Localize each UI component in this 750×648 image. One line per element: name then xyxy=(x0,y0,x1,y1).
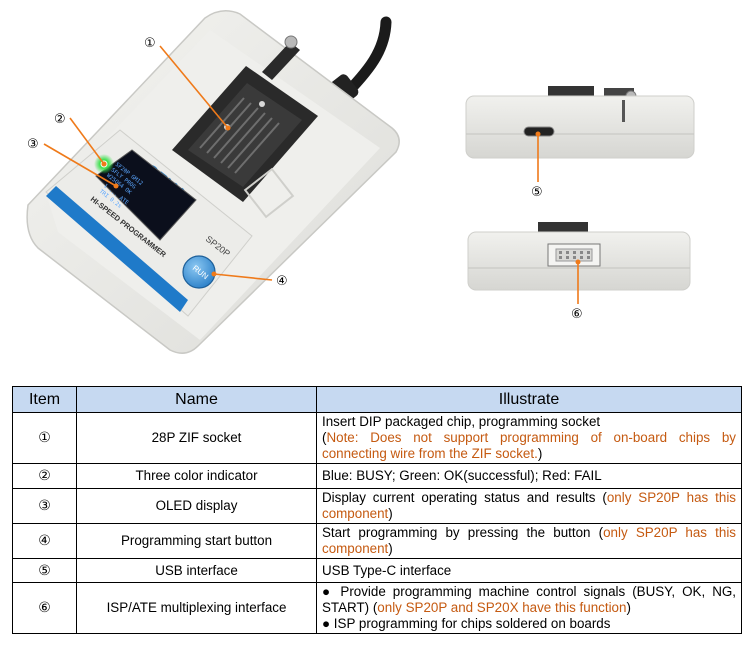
component-description: Display current operating status and res… xyxy=(316,488,742,524)
item-number: ③ xyxy=(12,488,77,524)
description-text: ) xyxy=(626,600,631,615)
component-name: Three color indicator xyxy=(76,463,317,489)
description-text: Blue: BUSY; Green: OK(successful); Red: … xyxy=(322,468,602,483)
description-line: USB Type-C interface xyxy=(322,563,736,579)
table-header-row: Item Name Illustrate xyxy=(12,386,742,413)
component-name: USB interface xyxy=(76,558,317,583)
description-text: Start programming by pressing the button… xyxy=(322,525,604,540)
header-illustrate: Illustrate xyxy=(316,386,742,413)
callout-2: ② xyxy=(54,112,66,127)
description-line: ● Provide programming machine control si… xyxy=(322,584,736,616)
description-line: Blue: BUSY; Green: OK(successful); Red: … xyxy=(322,468,736,484)
description-text: ( xyxy=(322,430,327,445)
component-description: USB Type-C interface xyxy=(316,558,742,583)
description-text: ● Provide programming machine control si… xyxy=(322,584,736,615)
description-line: Start programming by pressing the button… xyxy=(322,525,736,557)
callout-3: ③ xyxy=(27,137,39,152)
description-text: Insert DIP packaged chip, programming so… xyxy=(322,414,601,429)
description-text: ) xyxy=(388,541,393,556)
description-note: Note: Does not support programming of on… xyxy=(322,430,736,461)
description-note: only SP20P and SP20X have this function xyxy=(377,600,627,615)
callout-1: ① xyxy=(144,36,156,51)
side-view-usb xyxy=(465,86,695,159)
programmer-device: SFLY HI-SPEED PROGRAMMER SP20P SF20P GM1… xyxy=(26,10,400,354)
zif-socket[interactable] xyxy=(172,35,318,202)
callout-5: ⑤ xyxy=(531,185,543,200)
component-description: ● Provide programming machine control si… xyxy=(316,582,742,634)
component-name: 28P ZIF socket xyxy=(76,412,317,464)
callout-6: ⑥ xyxy=(571,307,583,322)
component-name: Programming start button xyxy=(76,523,317,559)
component-name: OLED display xyxy=(76,488,317,524)
item-number: ⑥ xyxy=(12,582,77,634)
description-line: ● ISP programming for chips soldered on … xyxy=(322,616,736,632)
item-number: ⑤ xyxy=(12,558,77,583)
item-number: ② xyxy=(12,463,77,489)
component-description: Insert DIP packaged chip, programming so… xyxy=(316,412,742,464)
description-text: ● ISP programming for chips soldered on … xyxy=(322,616,611,631)
item-number: ① xyxy=(12,412,77,464)
component-description: Blue: BUSY; Green: OK(successful); Red: … xyxy=(316,463,742,489)
side-view-isp xyxy=(467,222,691,291)
product-photo: SFLY HI-SPEED PROGRAMMER SP20P SF20P GM1… xyxy=(26,10,695,354)
description-note: only SP20P has this component xyxy=(322,490,736,521)
run-button[interactable]: RUN xyxy=(182,255,216,289)
description-line: (Note: Does not support programming of o… xyxy=(322,430,736,462)
description-line: Display current operating status and res… xyxy=(322,490,736,522)
description-text: ) xyxy=(537,446,543,461)
description-note: only SP20P has this component xyxy=(322,525,736,556)
description-text: Display current operating status and res… xyxy=(322,490,607,505)
callout-4: ④ xyxy=(276,274,288,289)
component-description: Start programming by pressing the button… xyxy=(316,523,742,559)
leader-lines xyxy=(43,45,581,304)
description-line: Insert DIP packaged chip, programming so… xyxy=(322,414,736,430)
header-name: Name xyxy=(76,386,317,413)
header-item: Item xyxy=(12,386,77,413)
isp-ate-port[interactable] xyxy=(547,243,601,267)
description-text: USB Type-C interface xyxy=(322,562,452,578)
component-name: ISP/ATE multiplexing interface xyxy=(76,582,317,634)
oled-display: SF20P GM12 SFLY PROG W25Q64 OK 1 ... ATE… xyxy=(95,149,197,241)
item-number: ④ xyxy=(12,523,77,559)
description-text: ) xyxy=(388,506,393,521)
